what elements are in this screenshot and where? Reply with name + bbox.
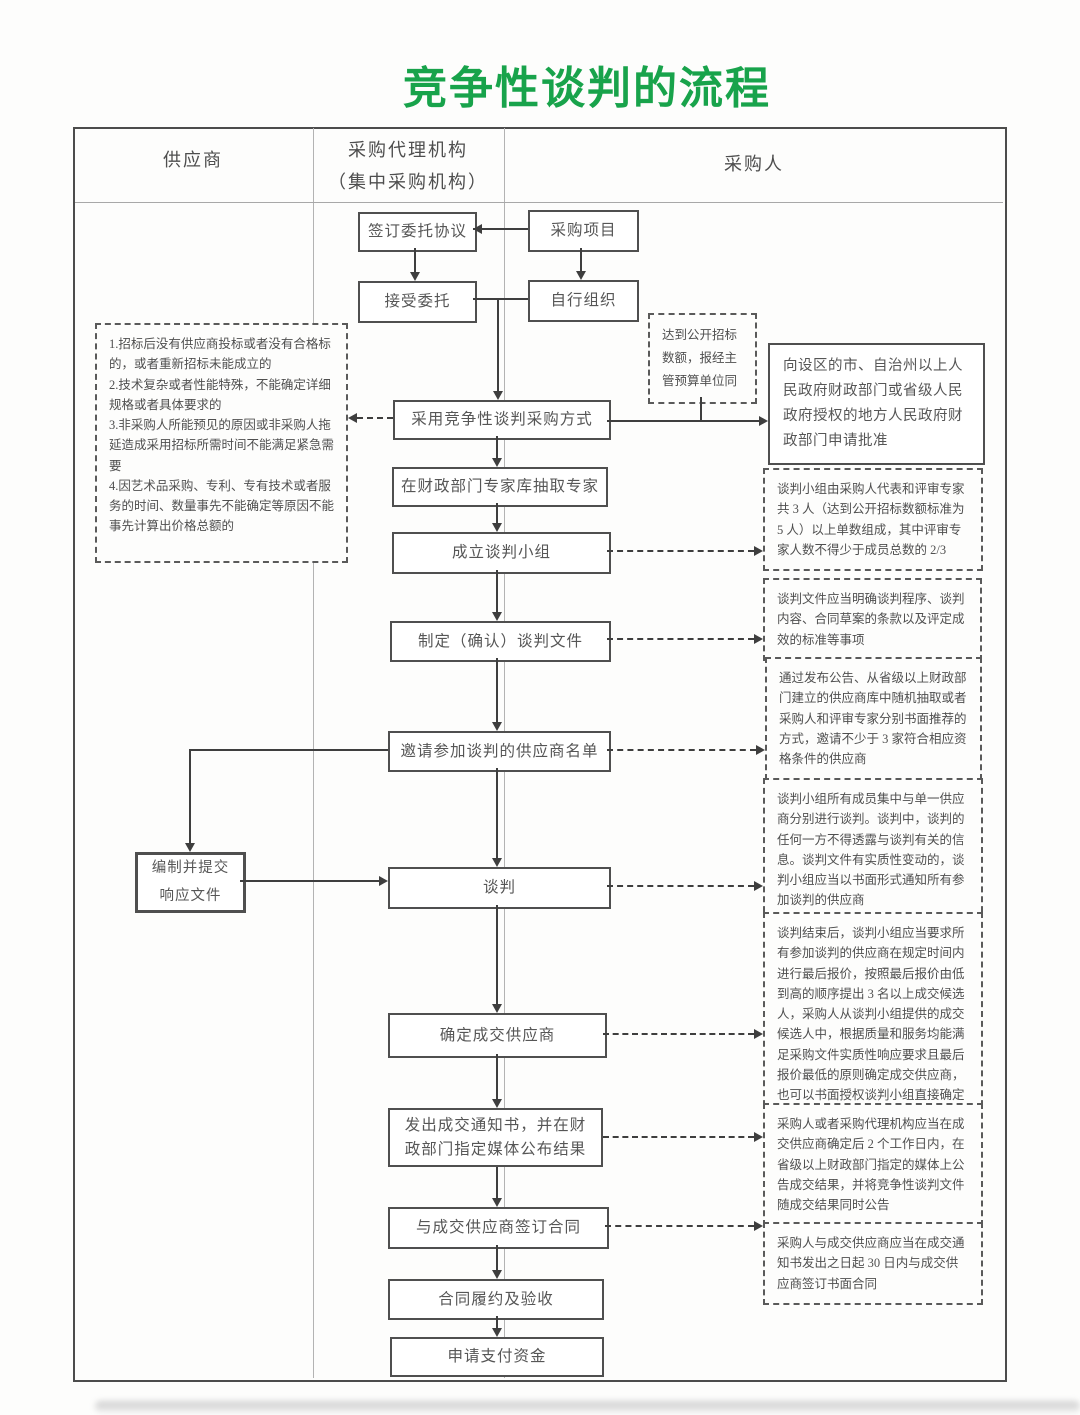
flow-box-confirm-docs: 制定（确认）谈判文件 [390, 621, 611, 662]
arrowhead-down-icon [492, 458, 502, 467]
note-negotiation-rules: 谈判小组所有成员集中与单一供应商分别进行谈判。谈判中，谈判的任何一方不得透露与谈… [763, 778, 983, 922]
flow-line [580, 248, 582, 272]
header-divider [75, 202, 1003, 203]
arrowhead-down-icon [492, 523, 502, 532]
note-announce-result: 采购人或者采购代理机构应当在成交供应商确定后 2 个工作日内，在省级以上财政部门… [763, 1103, 983, 1227]
note-condition-item: 2.技术复杂或者性能特殊，不能确定详细规格或者具体要求的 [109, 377, 331, 412]
diagram-frame [73, 127, 1007, 1382]
arrowhead-right-icon [754, 1221, 763, 1231]
page-bottom-shadow [95, 1401, 1080, 1412]
note-threshold: 达到公开招标数额，报经主管预算单位同 [648, 313, 757, 405]
flow-line [607, 420, 759, 422]
flow-box-form-group: 成立谈判小组 [392, 532, 611, 574]
note-condition-item: 3.非采购人所能预见的原因或非采购人拖延造成采用招标所需时间不能满足紧急需要 [109, 418, 335, 473]
flow-line-dashed [607, 885, 754, 887]
flow-box-apply-approval: 向设区的市、自治州以上人民政府财政部门或省级人民政府授权的地方人民政府财政部门申… [768, 343, 985, 465]
flow-line [496, 768, 498, 859]
prepare-response-line1: 编制并提交 [151, 859, 230, 876]
flow-line [496, 570, 498, 613]
arrowhead-down-icon [492, 1328, 502, 1337]
column-divider-left [313, 128, 314, 1378]
column-header-agency: 采购代理机构 [348, 140, 468, 160]
flow-line [496, 436, 498, 459]
arrowhead-left-icon [348, 413, 357, 423]
column-header-supplier: 供应商 [163, 150, 223, 170]
prepare-response-line2: 响应文件 [159, 887, 222, 904]
flow-line [496, 1054, 498, 1100]
arrowhead-down-icon [576, 271, 586, 280]
flow-line-dashed [607, 638, 754, 640]
note-condition-item: 1.招标后没有供应商投标或者没有合格标的，或者重新招标未能成立的 [109, 337, 331, 372]
arrowhead-right-icon [754, 1132, 763, 1142]
arrowhead-down-icon [492, 1099, 502, 1108]
arrowhead-down-icon [492, 1198, 502, 1207]
flow-box-accept-entrust: 接受委托 [358, 281, 477, 323]
flow-box-sign-contract: 与成交供应商签订合同 [388, 1207, 609, 1249]
arrowhead-left-icon [473, 224, 482, 234]
arrowhead-right-icon [754, 1029, 763, 1039]
flow-box-apply-payment: 申请支付资金 [390, 1337, 604, 1377]
flow-line [240, 880, 380, 882]
flow-box-purchase-project: 采购项目 [528, 210, 639, 252]
flow-box-prepare-response: 编制并提交 响应文件 [135, 852, 246, 913]
arrowhead-down-icon [492, 722, 502, 731]
flow-box-perform-contract: 合同履约及验收 [388, 1279, 604, 1320]
arrowhead-down-icon [410, 272, 420, 281]
arrowhead-down-icon [492, 1004, 502, 1013]
flow-line [497, 299, 499, 392]
flow-line-dashed [605, 1225, 754, 1227]
note-conditions: 1.招标后没有供应商投标或者没有合格标的，或者重新招标未能成立的 2.技术复杂或… [95, 323, 348, 563]
arrowhead-right-icon [756, 745, 765, 755]
note-invite-method: 通过发布公告、从省级以上财政部门建立的供应商库中随机抽取或者采购人和评审专家分别… [765, 657, 982, 781]
arrowhead-down-icon [492, 612, 502, 621]
arrowhead-right-icon [754, 546, 763, 556]
note-contract-deadline: 采购人与成交供应商应当在成交通知书发出之日起 30 日内与成交供应商签订书面合同 [763, 1222, 983, 1305]
flow-line [473, 298, 528, 300]
flow-line [496, 1245, 498, 1271]
flow-box-send-notice: 发出成交通知书，并在财政部门指定媒体公布结果 [388, 1108, 603, 1167]
flow-line [414, 248, 416, 274]
note-final-offer: 谈判结束后，谈判小组应当要求所有参加谈判的供应商在规定时间内进行最后报价，按照最… [763, 912, 983, 1117]
flow-line [496, 1316, 498, 1329]
arrowhead-down-icon [492, 858, 502, 867]
flow-box-negotiate: 谈判 [388, 867, 611, 909]
flow-line-dashed [607, 550, 754, 552]
arrowhead-right-icon [754, 881, 763, 891]
flow-box-invite-list: 邀请参加谈判的供应商名单 [388, 731, 611, 772]
arrowhead-right-icon [759, 416, 768, 426]
flow-line-dashed [603, 1033, 754, 1035]
flow-box-adopt-method: 采用竞争性谈判采购方式 [393, 400, 611, 440]
flow-box-sign-agreement: 签订委托协议 [358, 212, 477, 252]
arrowhead-right-icon [754, 634, 763, 644]
note-doc-requirements: 谈判文件应当明确谈判程序、谈判内容、合同草案的条款以及评定成效的标准等事项 [763, 578, 982, 661]
flow-line [496, 1167, 498, 1199]
flow-line [189, 749, 191, 844]
flow-line-dashed [607, 749, 756, 751]
flow-box-self-organize: 自行组织 [528, 280, 639, 322]
page-title: 竞争性谈判的流程 [403, 64, 771, 113]
flow-line [496, 503, 498, 524]
arrowhead-down-icon [492, 1270, 502, 1279]
note-condition-item: 4.因艺术品采购、专利、专有技术或者服务的时间、数量事先不能确定等原因不能事先计… [109, 478, 335, 534]
arrowhead-down-icon [185, 843, 195, 852]
flow-line [700, 397, 702, 421]
flow-line [496, 905, 498, 1005]
flow-box-determine-supplier: 确定成交供应商 [388, 1013, 607, 1058]
note-group-composition: 谈判小组由采购人代表和评审专家共 3 人（达到公开招标数额标准为 5 人）以上单… [763, 468, 983, 571]
column-header-agency-sub: （集中采购机构） [328, 172, 488, 192]
flow-line [473, 228, 528, 230]
flow-line-dashed [603, 1136, 754, 1138]
flow-line-dashed [357, 417, 393, 419]
flow-line [496, 658, 498, 723]
arrowhead-down-icon [493, 391, 503, 400]
flow-line [190, 749, 388, 751]
column-header-purchaser: 采购人 [724, 154, 784, 174]
arrowhead-right-icon [379, 876, 388, 886]
flow-box-extract-experts: 在财政部门专家库抽取专家 [392, 467, 608, 507]
